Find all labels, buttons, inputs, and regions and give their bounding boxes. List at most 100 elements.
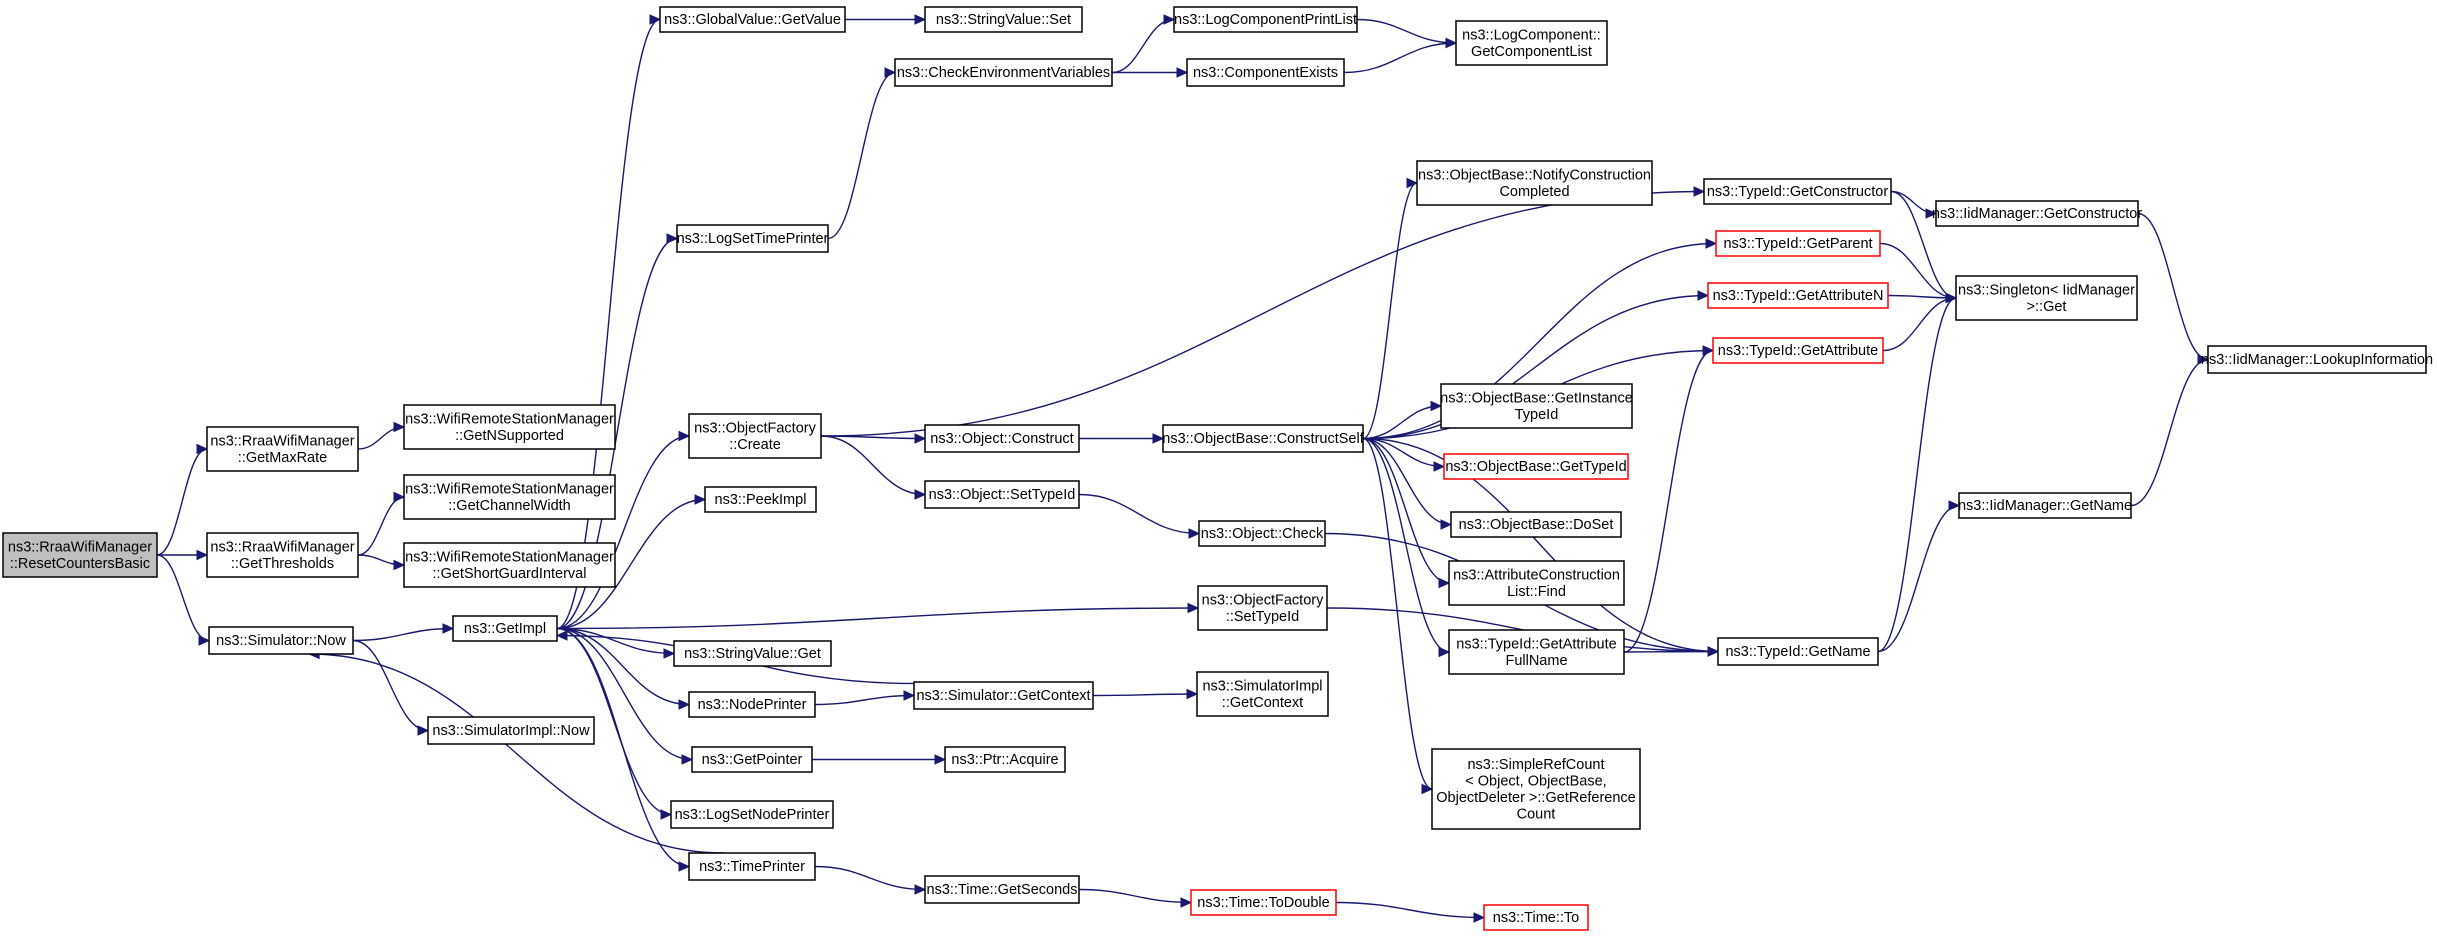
node-typeidgetattributen[interactable]: ns3::TypeId::GetAttributeN <box>1707 282 1889 309</box>
node-box-singletonget[interactable] <box>1955 275 2138 321</box>
node-box-getnsupported[interactable] <box>403 404 616 450</box>
node-box-timetodouble[interactable] <box>1190 889 1337 916</box>
node-simimplnow[interactable]: ns3::SimulatorImpl::Now <box>427 716 595 745</box>
node-componentexists[interactable]: ns3::ComponentExists <box>1186 58 1345 87</box>
node-box-notifyconstruction[interactable] <box>1416 160 1653 206</box>
node-simnow[interactable]: ns3::Simulator::Now <box>208 626 354 655</box>
node-globalvalue[interactable]: ns3::GlobalValue::GetValue <box>659 6 846 33</box>
node-box-attrconstructionfind[interactable] <box>1448 560 1625 606</box>
node-box-ptracquire[interactable] <box>944 746 1066 773</box>
node-objbaseconstructself[interactable]: ns3::ObjectBase::ConstructSelf <box>1162 424 1365 453</box>
node-getchannelwidth[interactable]: ns3::WifiRemoteStationManager::GetChanne… <box>403 474 616 520</box>
node-stringvalueget[interactable]: ns3::StringValue::Get <box>673 640 832 667</box>
node-box-typeidgetparent[interactable] <box>1715 230 1881 257</box>
node-box-objfactorysettypeid[interactable] <box>1197 585 1328 631</box>
node-simplerefcount[interactable]: ns3::SimpleRefCount< Object, ObjectBase,… <box>1431 748 1641 830</box>
node-box-peekimpl[interactable] <box>704 486 817 513</box>
node-box-typeidgetconstructor[interactable] <box>1703 178 1892 205</box>
node-box-objbasedoset[interactable] <box>1450 511 1622 538</box>
node-simimplgetcontext[interactable]: ns3::SimulatorImpl::GetContext <box>1196 671 1329 717</box>
node-box-getpointer[interactable] <box>691 746 813 773</box>
node-timetodouble[interactable]: ns3::Time::ToDouble <box>1190 889 1337 916</box>
node-iidgetconstructor[interactable]: ns3::IidManager::GetConstructor <box>1932 200 2143 227</box>
node-objconstruct[interactable]: ns3::Object::Construct <box>924 424 1080 453</box>
node-box-objconstruct[interactable] <box>924 424 1080 453</box>
node-box-objcheck[interactable] <box>1198 520 1326 547</box>
node-typeidgetconstructor[interactable]: ns3::TypeId::GetConstructor <box>1703 178 1892 205</box>
node-checkenv[interactable]: ns3::CheckEnvironmentVariables <box>894 58 1113 87</box>
node-box-timeto[interactable] <box>1483 904 1589 931</box>
node-box-logsetnodeprinter[interactable] <box>670 800 834 829</box>
node-objfactorysettypeid[interactable]: ns3::ObjectFactory::SetTypeId <box>1197 585 1328 631</box>
node-logsetnodeprinter[interactable]: ns3::LogSetNodePrinter <box>670 800 834 829</box>
node-objsettypeid[interactable]: ns3::Object::SetTypeId <box>924 480 1080 509</box>
node-box-checkenv[interactable] <box>894 58 1113 87</box>
node-iidlookup[interactable]: ns3::IidManager::LookupInformation <box>2201 345 2433 374</box>
node-box-stringvalueget[interactable] <box>673 640 832 667</box>
node-getmaxrate[interactable]: ns3::RraaWifiManager::GetMaxRate <box>206 426 359 472</box>
node-box-getshortgi[interactable] <box>403 542 616 588</box>
node-typeidgetname[interactable]: ns3::TypeId::GetName <box>1717 637 1879 666</box>
node-box-iidgetname[interactable] <box>1958 492 2132 519</box>
node-typeidgetattribute[interactable]: ns3::TypeId::GetAttribute <box>1712 337 1884 364</box>
node-box-timegetseconds[interactable] <box>924 875 1080 904</box>
node-box-typeidgetattributen[interactable] <box>1707 282 1889 309</box>
node-iidgetname[interactable]: ns3::IidManager::GetName <box>1958 492 2132 519</box>
node-logcomponentgetlist[interactable]: ns3::LogComponent::GetComponentList <box>1455 20 1608 66</box>
node-box-iidgetconstructor[interactable] <box>1935 200 2139 227</box>
node-box-iidlookup[interactable] <box>2207 345 2427 374</box>
node-getimpl[interactable]: ns3::GetImpl <box>452 615 558 642</box>
node-peekimpl[interactable]: ns3::PeekImpl <box>704 486 817 513</box>
node-box-stringvalueset[interactable] <box>924 6 1083 33</box>
node-box-getchannelwidth[interactable] <box>403 474 616 520</box>
node-timeto[interactable]: ns3::Time::To <box>1483 904 1589 931</box>
node-stringvalueset[interactable]: ns3::StringValue::Set <box>924 6 1083 33</box>
node-box-simgetcontext[interactable] <box>913 681 1094 710</box>
node-box-simimplgetcontext[interactable] <box>1196 671 1329 717</box>
node-box-objfactorycreate[interactable] <box>688 413 822 459</box>
node-timeprinter[interactable]: ns3::TimePrinter <box>688 852 816 881</box>
node-box-objsettypeid[interactable] <box>924 480 1080 509</box>
node-typeidgetparent[interactable]: ns3::TypeId::GetParent <box>1715 230 1881 257</box>
node-singletonget[interactable]: ns3::Singleton< IidManager>::Get <box>1955 275 2138 321</box>
node-box-nodeprinter[interactable] <box>688 691 816 718</box>
node-objfactorycreate[interactable]: ns3::ObjectFactory::Create <box>688 413 822 459</box>
node-box-componentexists[interactable] <box>1186 58 1345 87</box>
node-box-simimplnow[interactable] <box>427 716 595 745</box>
node-box-globalvalue[interactable] <box>659 6 846 33</box>
node-box-getinstancetypeid[interactable] <box>1440 383 1633 429</box>
node-nodeprinter[interactable]: ns3::NodePrinter <box>688 691 816 718</box>
node-box-typeidgetattrfullname[interactable] <box>1448 629 1625 675</box>
node-root[interactable]: ns3::RraaWifiManager::ResetCountersBasic <box>2 532 158 578</box>
node-getnsupported[interactable]: ns3::WifiRemoteStationManager::GetNSuppo… <box>403 404 616 450</box>
node-ptracquire[interactable]: ns3::Ptr::Acquire <box>944 746 1066 773</box>
node-box-getthresholds[interactable] <box>206 532 359 578</box>
node-box-logcomponentprintlist[interactable] <box>1173 6 1358 33</box>
node-objbasedoset[interactable]: ns3::ObjectBase::DoSet <box>1450 511 1622 538</box>
node-getshortgi[interactable]: ns3::WifiRemoteStationManager::GetShortG… <box>403 542 616 588</box>
node-objcheck[interactable]: ns3::Object::Check <box>1198 520 1326 547</box>
node-box-root[interactable] <box>2 532 158 578</box>
node-getthresholds[interactable]: ns3::RraaWifiManager::GetThresholds <box>206 532 359 578</box>
node-box-objbaseconstructself[interactable] <box>1162 424 1364 453</box>
node-box-getimpl[interactable] <box>452 615 558 642</box>
node-getpointer[interactable]: ns3::GetPointer <box>691 746 813 773</box>
node-logsettimeprinter[interactable]: ns3::LogSetTimePrinter <box>676 224 829 253</box>
node-box-simplerefcount[interactable] <box>1431 748 1641 830</box>
node-box-logcomponentgetlist[interactable] <box>1455 20 1608 66</box>
node-simgetcontext[interactable]: ns3::Simulator::GetContext <box>913 681 1094 710</box>
node-box-typeidgetname[interactable] <box>1717 637 1879 666</box>
node-box-typeidgetattribute[interactable] <box>1712 337 1884 364</box>
node-box-objbasegettypeid[interactable] <box>1443 453 1629 480</box>
node-logcomponentprintlist[interactable]: ns3::LogComponentPrintList <box>1173 6 1358 33</box>
node-box-getmaxrate[interactable] <box>206 426 359 472</box>
node-box-logsettimeprinter[interactable] <box>676 224 829 253</box>
node-notifyconstruction[interactable]: ns3::ObjectBase::NotifyConstructionCompl… <box>1416 160 1653 206</box>
node-timegetseconds[interactable]: ns3::Time::GetSeconds <box>924 875 1080 904</box>
node-box-simnow[interactable] <box>208 626 354 655</box>
node-box-timeprinter[interactable] <box>688 852 816 881</box>
node-objbasegettypeid[interactable]: ns3::ObjectBase::GetTypeId <box>1443 453 1629 480</box>
